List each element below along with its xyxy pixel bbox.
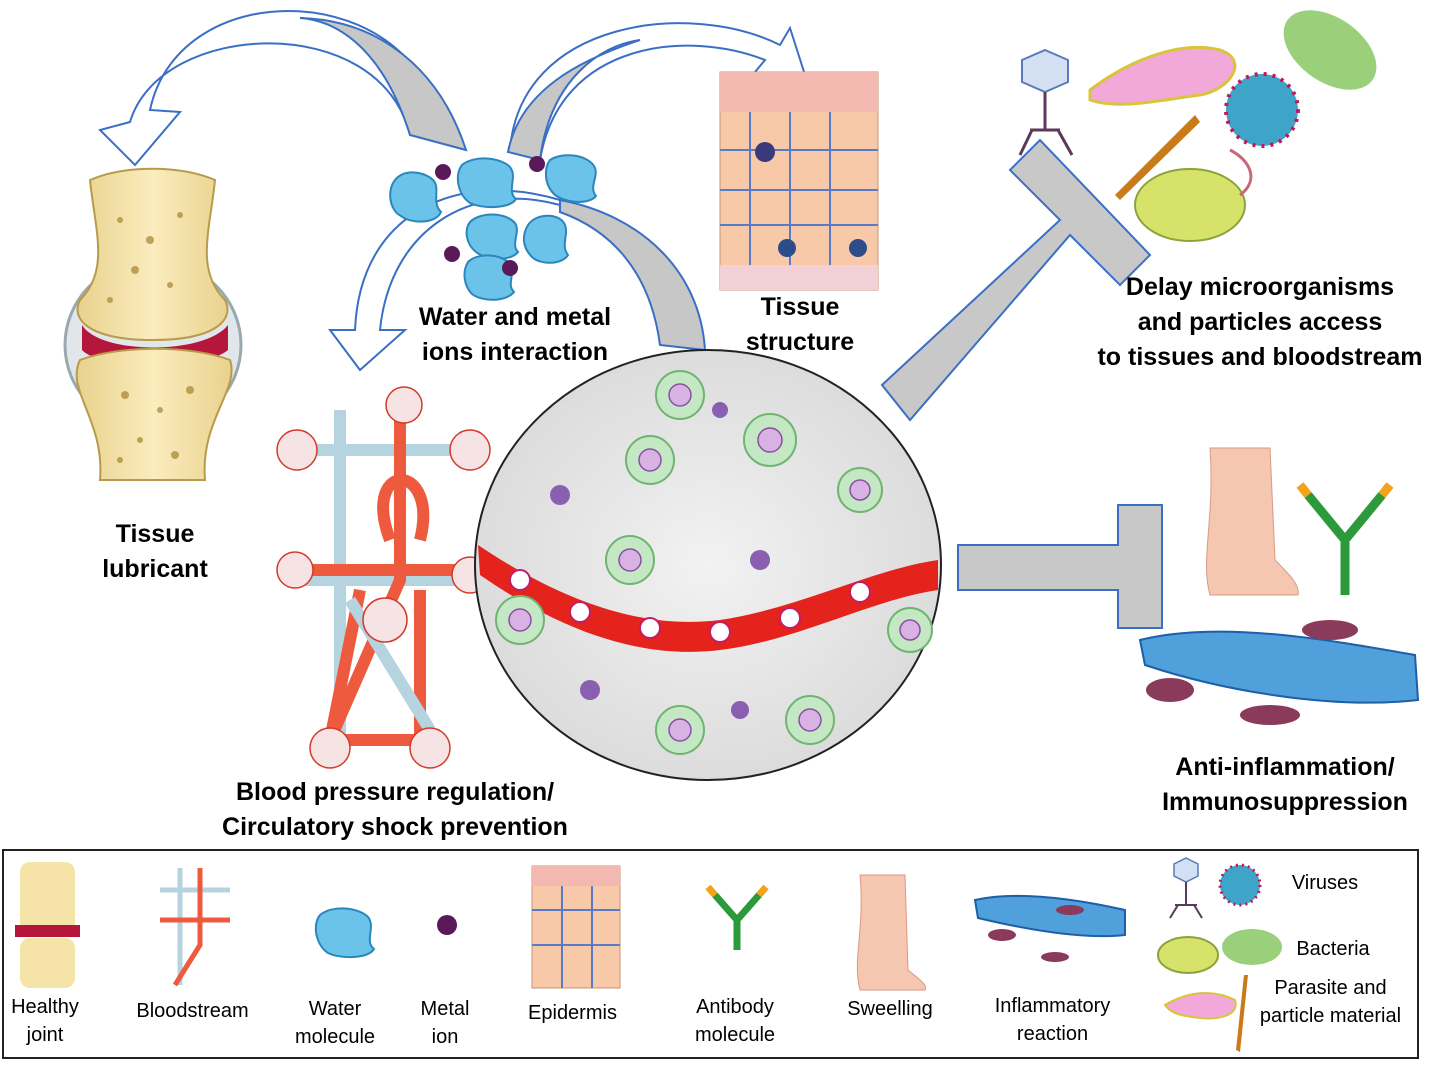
joint-illustration: [63, 167, 243, 481]
label-water-metal-ions: Water and metal ions interaction: [418, 303, 612, 366]
legend-label-swelling: Sweelling: [847, 998, 933, 1020]
legend-metal-ion-icon: [437, 915, 457, 935]
legend-bacteria-icon: [1157, 929, 1282, 974]
legend-label-metal-ion: Metal ion: [420, 998, 470, 1048]
microorganisms-illustration: [1018, 10, 1377, 242]
legend-bloodstream-icon: [160, 868, 230, 987]
legend-label-inflammatory: Inflammatory reaction: [994, 995, 1111, 1045]
arrow-to-joint: [98, 10, 442, 167]
legend-label-bloodstream: Bloodstream: [136, 1000, 249, 1022]
legend-label-parasite: Parasite and particle material: [1259, 977, 1402, 1027]
label-tissue-lubricant: Tissue lubricant: [102, 520, 208, 583]
tissue-circle: [474, 349, 942, 781]
legend-joint-icon: [15, 862, 80, 988]
legend-parasite-icon: [1163, 975, 1248, 1052]
arrow-to-epidermis: [508, 22, 807, 162]
label-anti-inflammation: Anti-inflammation/ Immunosuppression: [1162, 753, 1408, 816]
inhibition-arrows: [880, 138, 1163, 629]
arrow-body-epidermis: [506, 39, 641, 162]
label-delay-microorganisms: Delay microorganisms and particles acces…: [1097, 273, 1423, 371]
legend-antibody-icon: [705, 884, 769, 950]
capillary-beds: [276, 386, 491, 769]
legend-label-viruses: Viruses: [1291, 872, 1359, 894]
legend-water-icon: [314, 907, 376, 959]
legend-inflammatory-icon: [973, 894, 1126, 962]
label-blood-pressure: Blood pressure regulation/ Circulatory s…: [222, 778, 568, 841]
epidermis-illustration: [719, 71, 879, 291]
legend-label-epidermis: Epidermis: [528, 1002, 617, 1024]
inhibit-inflammation: [957, 504, 1163, 629]
inflammation-illustration: [1138, 447, 1420, 725]
inhibit-microorganisms: [880, 138, 1152, 422]
arrow-body-joint: [299, 17, 468, 152]
legend-box: [2, 849, 1419, 1059]
legend-swelling-icon: [856, 874, 927, 991]
legend-label-healthy-joint: Healthy joint: [11, 996, 79, 1046]
label-tissue-structure: Tissue structure: [745, 293, 855, 356]
water-ion-cluster: [389, 154, 598, 301]
legend-label-bacteria: Bacteria: [1296, 938, 1370, 960]
legend-label-antibody: Antibody molecule: [694, 996, 776, 1046]
legend-icons: [15, 857, 1282, 1052]
bloodstream-illustration: [290, 410, 470, 760]
legend-label-water-molecule: Water molecule: [294, 998, 376, 1048]
legend-epidermis-icon: [531, 865, 621, 989]
legend-virus-icon: [1169, 857, 1262, 919]
grey-arrow-bodies: [299, 17, 707, 352]
